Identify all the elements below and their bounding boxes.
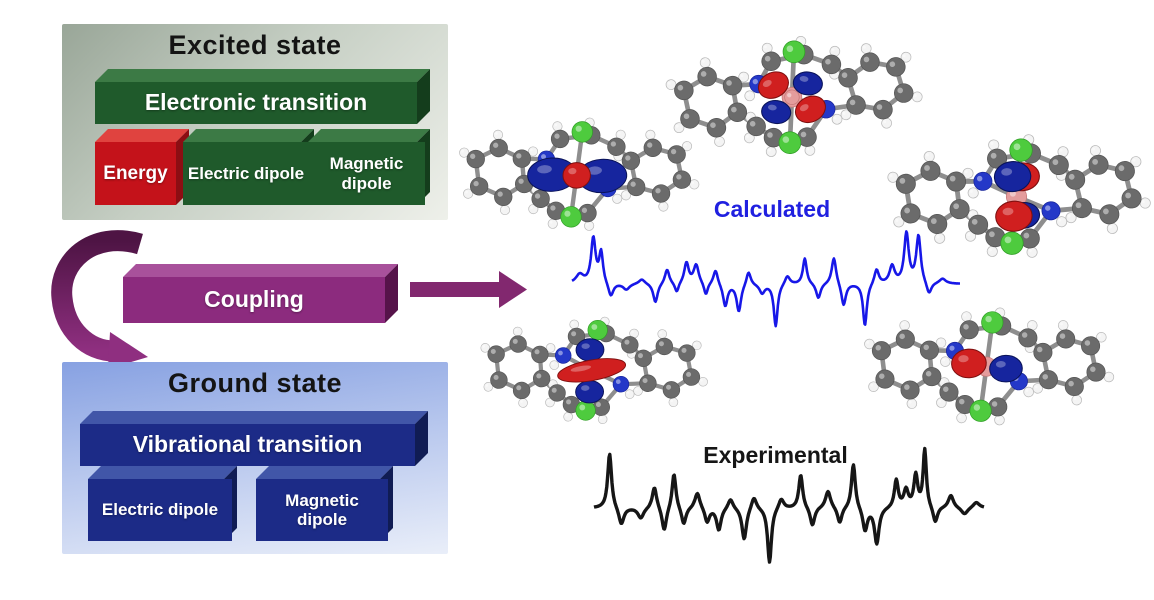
cube-top-face (88, 466, 237, 479)
molecule-bottom-right (863, 307, 1114, 426)
cube-top-face (95, 129, 189, 142)
calculated-label: Calculated (713, 196, 831, 222)
excited-state-title: Excited state (168, 30, 342, 60)
energy-label: Energy (95, 142, 176, 205)
electric-dipole-label-ground: Electric dipole (88, 479, 232, 541)
molecule-right (887, 134, 1151, 259)
magnetic-dipole-label-excited: Magnetic dipole (308, 142, 425, 205)
magnetic-dipole-label-ground: Magnetic dipole (256, 479, 388, 541)
energy-box: Energy (95, 129, 189, 205)
coupling-bar: Coupling (123, 264, 398, 323)
electric-dipole-label-excited: Electric dipole (183, 142, 309, 205)
molecule-bottom-left (480, 316, 709, 424)
ground-state-title: Ground state (167, 368, 342, 398)
experimental-spectrum (593, 446, 985, 564)
vibrational-transition-label: Vibrational transition (80, 424, 415, 466)
curved-arrow-icon (51, 230, 148, 369)
cube-top-face (308, 129, 430, 142)
cube-top-face (95, 69, 430, 82)
cube-top-face (123, 264, 398, 277)
electric-dipole-box-ground: Electric dipole (88, 466, 237, 541)
cube-top-face (80, 411, 428, 424)
electronic-transition-label: Electronic transition (95, 82, 417, 124)
electronic-transition-bar: Electronic transition (95, 69, 430, 124)
vibrational-transition-bar: Vibrational transition (80, 411, 428, 466)
molecule-top-center (665, 35, 923, 157)
calculated-spectrum (571, 230, 961, 328)
molecule-left (459, 117, 700, 231)
coupling-label: Coupling (123, 277, 385, 323)
cube-top-face (183, 129, 314, 142)
magnetic-dipole-box-ground: Magnetic dipole (256, 466, 393, 541)
electric-dipole-box-excited: Electric dipole (183, 129, 314, 205)
right-arrow-icon (410, 271, 527, 308)
cube-top-face (256, 466, 393, 479)
experimental-label: Experimental (703, 442, 848, 468)
magnetic-dipole-box-excited: Magnetic dipole (308, 129, 430, 205)
